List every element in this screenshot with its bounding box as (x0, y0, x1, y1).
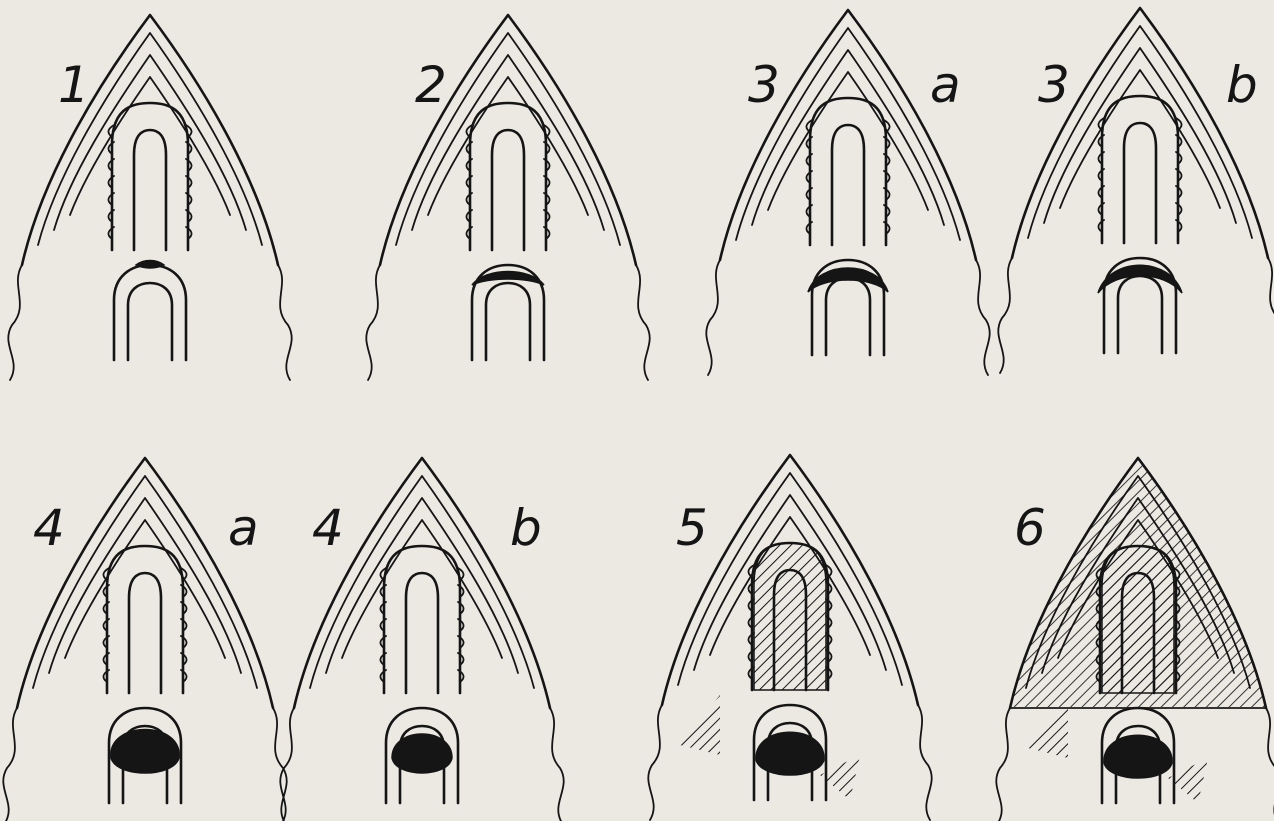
necrotic-lesion (1104, 735, 1172, 778)
panel-4a-number: 4 (33, 499, 65, 557)
necrotic-lesion (756, 732, 824, 775)
infected-floral-region (754, 543, 826, 690)
panel-4a-letter: a (228, 499, 259, 557)
panel-2-number: 2 (415, 56, 447, 114)
panel-1-number: 1 (58, 56, 90, 114)
panel-5-number: 5 (676, 499, 708, 557)
panel-4b-number: 4 (312, 499, 344, 557)
panel-3a-letter: a (930, 56, 961, 114)
necrotic-lesion (111, 730, 179, 774)
panel-3b-letter: b (1226, 56, 1258, 114)
panel-3a-number: 3 (748, 56, 780, 114)
necrotic-lesion (392, 734, 452, 773)
panel-4b-letter: b (510, 499, 542, 557)
panel-3b-number: 3 (1038, 56, 1070, 114)
panel-6-number: 6 (1014, 499, 1046, 557)
